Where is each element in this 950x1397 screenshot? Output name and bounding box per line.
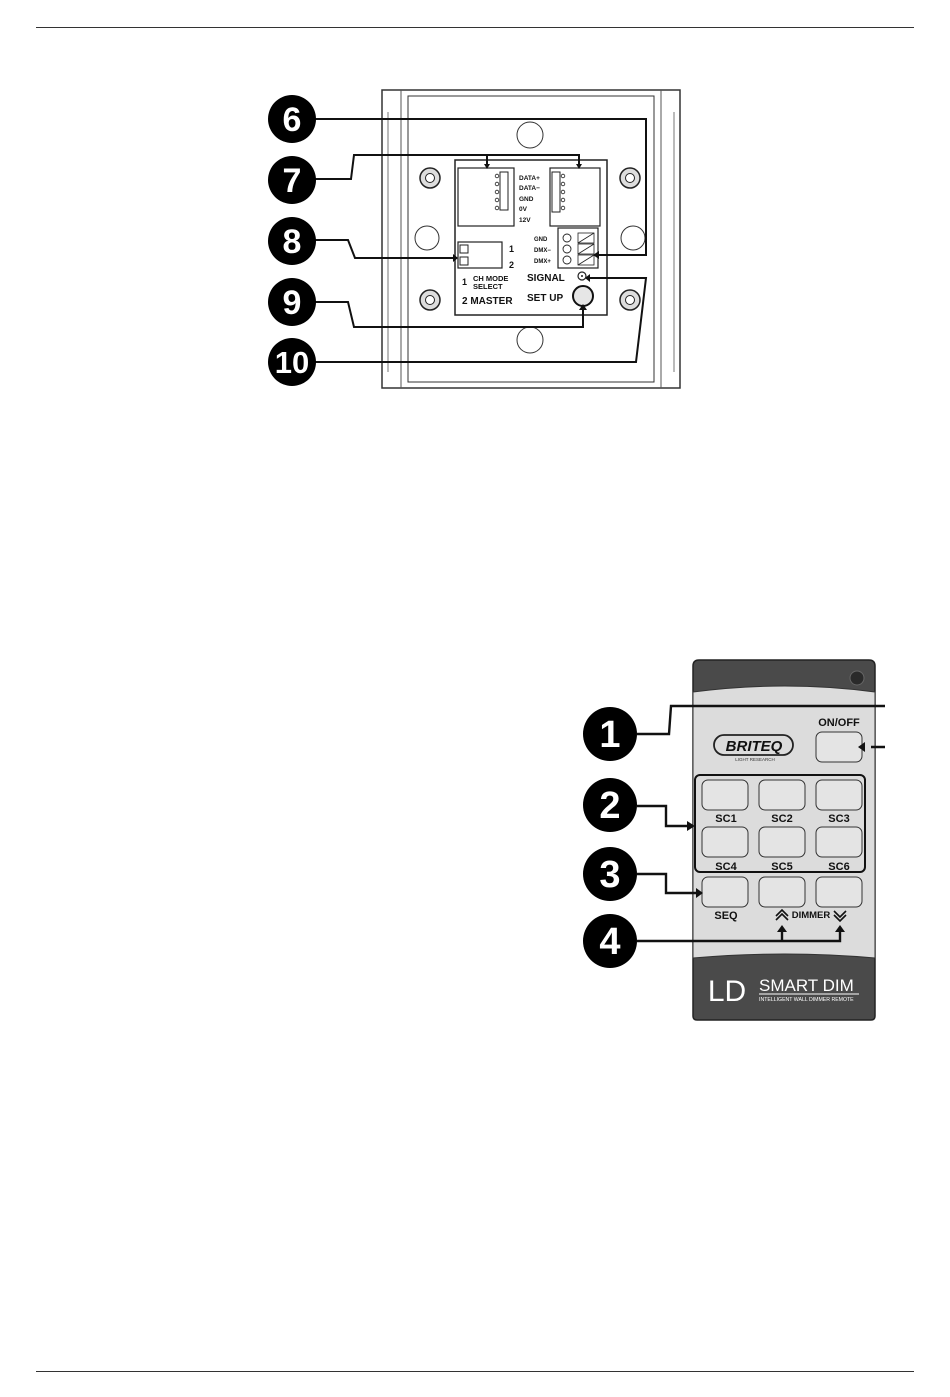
seq-label: SEQ	[714, 910, 738, 922]
brand-tagline: LIGHT RESEARCH	[735, 757, 774, 762]
terminal-label: GND	[519, 196, 534, 203]
callout-4: 4	[583, 914, 637, 968]
switch-number: 1	[509, 244, 514, 254]
screw-icon	[420, 290, 440, 310]
sc3-button	[816, 780, 862, 810]
on-off-button	[816, 732, 862, 762]
terminal-label: DATA+	[519, 175, 540, 182]
mode-1-number: 1	[462, 277, 467, 287]
terminal-label: 0V	[519, 206, 528, 213]
screw-icon	[620, 168, 640, 188]
dimmer-up-button	[759, 877, 805, 907]
svg-text:3: 3	[599, 854, 620, 896]
sc6-button	[816, 827, 862, 857]
scene-label: SC4	[715, 861, 737, 873]
callout-8: 8	[268, 217, 316, 265]
dmx-label: GND	[534, 237, 548, 243]
mode-2-label: 2 MASTER	[462, 296, 513, 307]
product-prefix: LD	[708, 975, 746, 1008]
signal-label: SIGNAL	[527, 273, 565, 284]
mount-hole	[517, 122, 543, 148]
screw-icon	[620, 290, 640, 310]
scene-label: SC3	[828, 813, 849, 825]
sc2-button	[759, 780, 805, 810]
brand-logo-text: BRITEQ	[726, 738, 783, 755]
ir-sensor-icon	[850, 671, 864, 685]
svg-text:1: 1	[599, 714, 620, 756]
top-rule	[36, 27, 914, 28]
mount-hole	[517, 327, 543, 353]
scene-label: SC2	[771, 813, 792, 825]
scene-label: SC1	[715, 813, 736, 825]
svg-text:2: 2	[599, 785, 620, 827]
terminal-label: DATA−	[519, 185, 540, 192]
svg-text:10: 10	[275, 345, 309, 380]
leader-line-2	[637, 806, 687, 826]
callout-2: 2	[583, 778, 637, 832]
svg-text:9: 9	[283, 284, 302, 322]
dimmer-down-button	[816, 877, 862, 907]
scene-label: SC5	[771, 861, 792, 873]
mount-hole	[621, 226, 645, 250]
mount-hole	[415, 226, 439, 250]
sc4-button	[702, 827, 748, 857]
setup-button	[573, 286, 593, 306]
remote-control: ON/OFF BRITEQ LIGHT RESEARCH SC1 SC2 SC3…	[575, 650, 885, 1030]
mode-1-line2: SELECT	[473, 282, 503, 291]
bottom-rule	[36, 1371, 914, 1372]
scene-label: SC6	[828, 861, 849, 873]
switch-number: 2	[509, 260, 514, 270]
on-off-label: ON/OFF	[818, 717, 860, 729]
callout-1: 1	[583, 707, 637, 761]
callout-9: 9	[268, 278, 316, 326]
dimmer-label: DIMMER	[792, 910, 831, 921]
setup-label: SET UP	[527, 293, 563, 304]
svg-text:4: 4	[599, 921, 620, 963]
wall-panel-rear-view: DATA+ DATA− GND 0V 12V GND DMX− DMX+ 1 2…	[260, 82, 690, 402]
terminal-label: 12V	[519, 217, 531, 224]
product-subtitle: INTELLIGENT WALL DIMMER REMOTE	[759, 997, 854, 1003]
svg-text:8: 8	[283, 223, 302, 261]
product-name: SMART DIM	[759, 976, 854, 995]
sc5-button	[759, 827, 805, 857]
svg-text:7: 7	[283, 162, 302, 200]
svg-text:6: 6	[283, 101, 302, 139]
callout-7: 7	[268, 156, 316, 204]
sc1-button	[702, 780, 748, 810]
callout-10: 10	[268, 338, 316, 386]
screw-icon	[420, 168, 440, 188]
callout-6: 6	[268, 95, 316, 143]
callout-3: 3	[583, 847, 637, 901]
dmx-label: DMX−	[534, 248, 551, 254]
leader-line-3	[637, 874, 696, 893]
seq-button	[702, 877, 748, 907]
dmx-label: DMX+	[534, 259, 551, 265]
